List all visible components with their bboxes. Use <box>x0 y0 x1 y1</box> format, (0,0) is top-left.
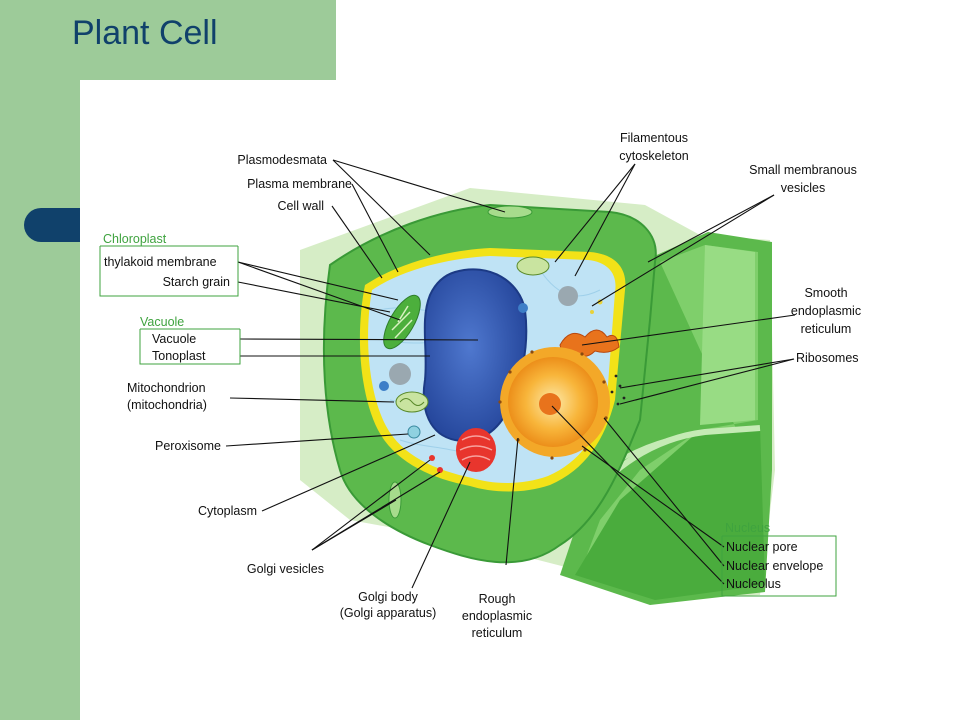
label-rough-er-2: endoplasmic <box>462 609 532 623</box>
label-small-vesicles-1: Small membranous <box>749 163 857 177</box>
plasmodesmata-pore-top <box>487 205 533 219</box>
chloroplast-bracket <box>99 245 239 297</box>
label-smooth-er-1: Smooth <box>804 286 847 300</box>
group-label-vacuole: Vacuole <box>140 315 184 329</box>
ribosomes-dots <box>610 374 626 406</box>
label-starch-grain: Starch grain <box>163 275 230 289</box>
vesicle <box>558 286 578 306</box>
vacuole-bracket <box>139 328 241 365</box>
label-rough-er-1: Rough <box>479 592 516 606</box>
label-golgi-apparatus: (Golgi apparatus) <box>340 606 437 620</box>
cell-wall-side-face <box>700 245 755 425</box>
vesicle-4 <box>379 381 389 391</box>
group-label-nucleus: Nucleus <box>725 521 770 535</box>
label-filamentous-1: Filamentous <box>620 131 688 145</box>
mitochondrion-cristae <box>399 398 425 406</box>
label-smooth-er-2: endoplasmic <box>791 304 861 318</box>
label-vacuole: Vacuole <box>152 332 196 346</box>
vesicle-6 <box>590 310 594 314</box>
label-plasma-membrane: Plasma membrane <box>247 177 352 191</box>
label-nuclear-pore: Nuclear pore <box>726 540 798 554</box>
label-golgi-vesicles: Golgi vesicles <box>247 562 324 576</box>
mitochondrion-2 <box>516 256 550 276</box>
label-mitochondrion: Mitochondrion <box>127 381 206 395</box>
nucleus-bracket <box>721 535 837 597</box>
chloroplast <box>383 294 421 350</box>
label-plasmodesmata: Plasmodesmata <box>237 153 327 167</box>
golgi-body <box>456 428 496 472</box>
slide-title: Plant Cell <box>72 14 218 52</box>
label-filamentous-2: cytoskeleton <box>619 149 689 163</box>
golgi-vesicle <box>429 455 435 461</box>
label-nuclear-envelope: Nuclear envelope <box>726 559 823 573</box>
leader-lines <box>225 159 796 589</box>
title-band <box>0 0 336 80</box>
label-cytoplasm: Cytoplasm <box>198 504 257 518</box>
nuclear-pores <box>498 350 608 460</box>
label-mitochondria: (mitochondria) <box>127 398 207 412</box>
label-golgi-body: Golgi body <box>358 590 419 604</box>
tab-cover <box>80 200 100 250</box>
left-band <box>0 0 80 720</box>
label-thylakoid-membrane: thylakoid membrane <box>104 255 217 269</box>
label-small-vesicles-2: vesicles <box>781 181 825 195</box>
label-tonoplast: Tonoplast <box>152 349 206 363</box>
group-label-chloroplast: Chloroplast <box>103 232 167 246</box>
cell-wall-side-bottom <box>575 425 765 600</box>
label-ribosomes: Ribosomes <box>796 351 859 365</box>
label-nucleolus: Nucleolus <box>726 577 781 591</box>
label-rough-er-3: reticulum <box>472 626 523 640</box>
label-peroxisome: Peroxisome <box>155 439 221 453</box>
label-cell-wall: Cell wall <box>277 199 324 213</box>
vesicle-3 <box>518 303 528 313</box>
vesicle-2 <box>389 363 411 385</box>
golgi-vesicle-2 <box>437 467 443 473</box>
label-smooth-er-3: reticulum <box>801 322 852 336</box>
peroxisome <box>407 425 421 439</box>
